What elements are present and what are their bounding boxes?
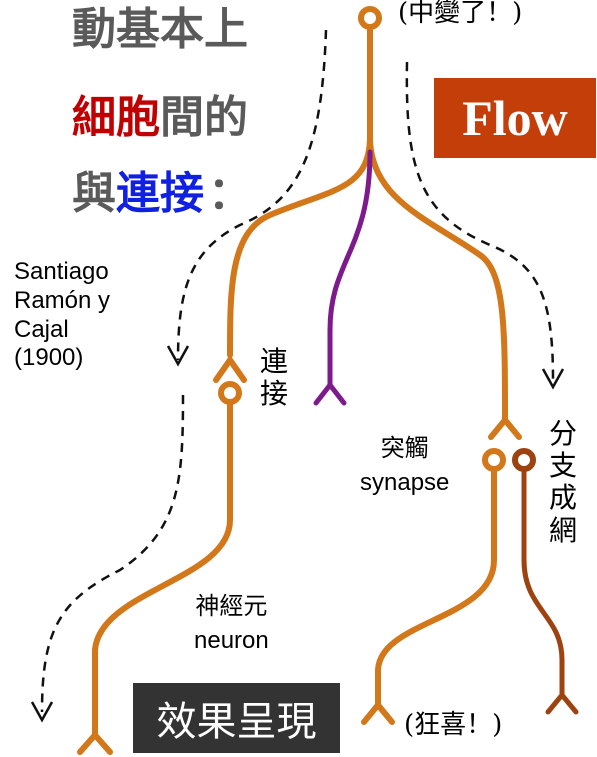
right-terminal [488, 415, 522, 440]
flow-arrow-right [405, 61, 555, 381]
synapse-axon-orange [375, 466, 497, 708]
title-highlight-connect: 連接 [116, 168, 204, 219]
purple-branch [327, 149, 373, 388]
attribution-line-3: Cajal [14, 315, 69, 343]
synapse-label-chinese: 突觸 [380, 435, 429, 462]
title-line-2: 細胞間的 [72, 96, 248, 140]
flow-arrow-left [176, 29, 328, 361]
branch-label-char-1: 分 [549, 418, 578, 449]
synapse-neurons [361, 448, 579, 725]
arrowhead-bottom [30, 701, 54, 723]
left-neuron [77, 381, 242, 755]
synapse-axon-brown [521, 466, 565, 698]
neuron-label-chinese: 神經元 [195, 593, 268, 620]
flow-label: Flow [462, 90, 568, 146]
top-branch-left [227, 137, 373, 358]
arrowhead-left [166, 345, 190, 367]
title-line-3-lead: 與 [72, 168, 116, 219]
top-neuron [213, 6, 522, 440]
neuron-label: 神經元 neuron [194, 590, 269, 657]
branch-label-char-2: 支 [549, 450, 578, 482]
left-axon-terminal [77, 730, 113, 755]
effect-label: 效果呈現 [156, 699, 317, 745]
branch-label-char-4: 網 [549, 514, 578, 546]
synapse-label-english: synapse [360, 468, 450, 496]
synapse-label: 突觸 synapse [360, 432, 449, 499]
title-highlight-cell: 細胞 [72, 92, 160, 143]
synapse-terminal-brown [545, 691, 579, 715]
branch-label: 分 支 成 網 [549, 418, 577, 547]
flow-arrows [40, 29, 555, 713]
flow-arrowheads [30, 345, 565, 723]
top-branch-right [367, 137, 508, 423]
synapse-soma-brown [512, 448, 536, 472]
purple-terminal [313, 380, 347, 406]
title-line-1-text: 動基本上 [72, 4, 248, 55]
top-note: (中變了！) [398, 0, 523, 28]
attribution-line-1: Santiago [14, 258, 109, 285]
neuron-label-english: neuron [194, 626, 269, 654]
branch-label-char-3: 成 [549, 482, 578, 514]
flow-arrow-bottom [40, 394, 185, 713]
arrowhead-right [541, 368, 565, 390]
attribution-line-2: Ramón y [14, 286, 111, 314]
title-colon: ： [208, 168, 252, 219]
effect-box: 效果呈現 [133, 683, 340, 753]
left-terminal [213, 354, 247, 383]
connect-label-char-1: 連 [260, 346, 289, 377]
attribution-line-4: (1900) [14, 344, 84, 372]
title-line-1: 動基本上 [72, 8, 248, 52]
synapse-terminal-orange [361, 700, 395, 725]
connect-label-char-2: 接 [260, 378, 289, 410]
title-line-2-rest: 間的 [160, 92, 248, 143]
attribution: Santiago Ramón y Cajal (1900) [14, 258, 110, 373]
title-line-3: 與連接： [72, 172, 252, 216]
flow-box: Flow [434, 78, 596, 158]
bottom-note: (狂喜！) [404, 710, 503, 740]
connect-label: 連 接 [260, 346, 288, 410]
left-axon [92, 399, 233, 738]
